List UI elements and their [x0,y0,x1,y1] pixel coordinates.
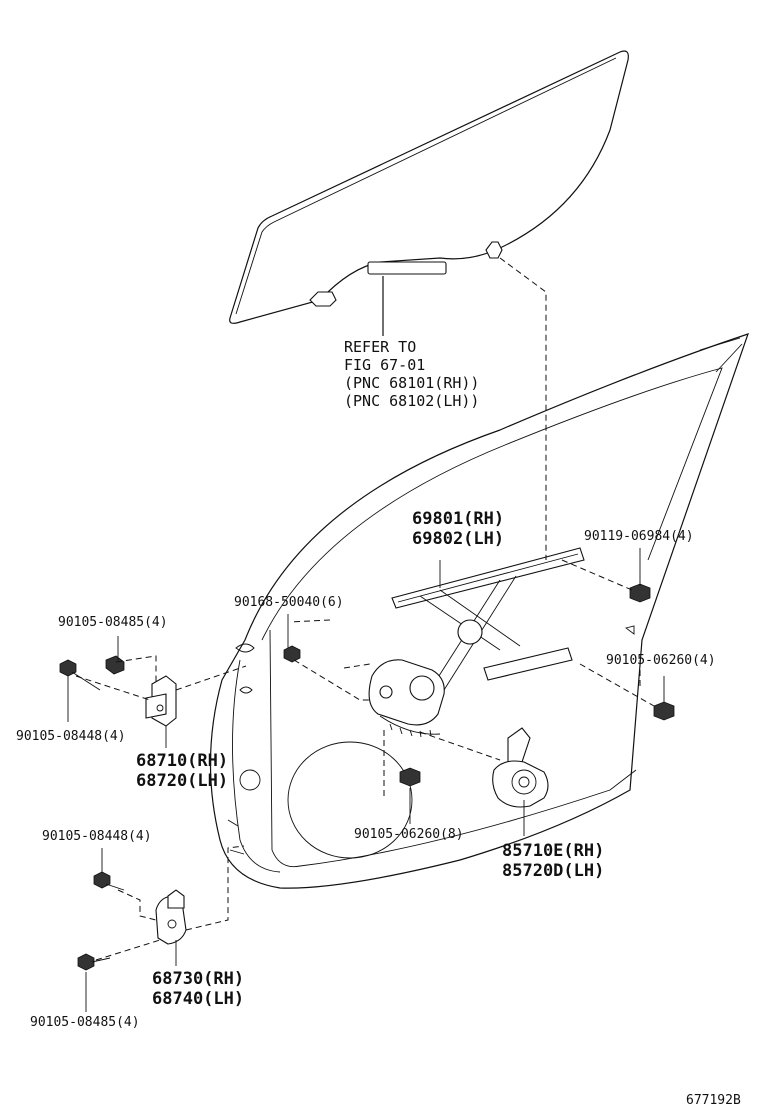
part-68720-lh: 68720(LH) [136,771,228,791]
part-90105-08448-upper: 90105-08448(4) [16,729,126,744]
part-90105-08448-lower: 90105-08448(4) [42,829,152,844]
window-regulator [368,547,585,738]
assembly-dashed-lines [75,257,655,961]
part-85710e-rh: 85710E(RH) [502,841,604,861]
window-regulator-motor [492,727,549,808]
part-90105-08485-upper: 90105-08485(4) [58,615,168,630]
part-68710-rh: 68710(RH) [136,751,228,771]
part-90168-50040: 90168-50040(6) [234,595,344,610]
window-glass [229,50,629,324]
part-69801-rh: 69801(RH) [412,509,504,529]
part-90105-06260-right: 90105-06260(4) [606,653,716,668]
door-panel [209,333,749,889]
lower-door-hinge [155,889,187,945]
bolt-icons [59,583,675,971]
part-68730-rh: 68730(RH) [152,969,244,989]
figure-id: 677192B [686,1093,741,1108]
part-69802-lh: 69802(LH) [412,529,504,549]
upper-door-hinge [145,675,177,727]
refer-line-3: (PNC 68101(RH)) [344,374,479,392]
part-90119-06984: 90119-06984(4) [584,529,694,544]
part-85720d-lh: 85720D(LH) [502,861,604,881]
part-68740-lh: 68740(LH) [152,989,244,1009]
leader-lines [67,548,665,1012]
part-90105-08485-lower: 90105-08485(4) [30,1015,140,1030]
refer-line-4: (PNC 68102(LH)) [344,392,479,410]
part-90105-06260-lower: 90105-06260(8) [354,827,464,842]
refer-line-2: FIG 67-01 [344,356,425,374]
labels: REFER TO FIG 67-01 (PNC 68101(RH)) (PNC … [16,338,741,1108]
refer-line-1: REFER TO [344,338,416,356]
